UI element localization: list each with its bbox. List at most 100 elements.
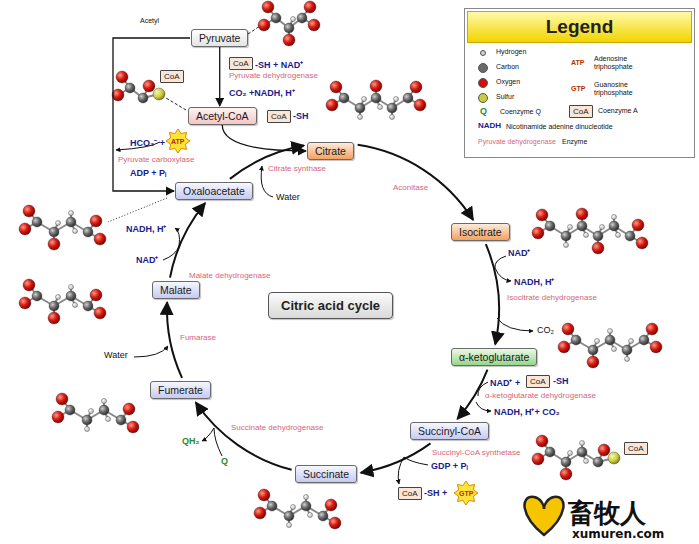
side-arrow bbox=[134, 346, 168, 357]
cycle-title-box: Citric acid cycle bbox=[268, 292, 393, 319]
annotation: GDP + Pᵢ bbox=[431, 461, 468, 471]
coenzyme-a-box: CoA bbox=[160, 70, 184, 83]
atom bbox=[625, 357, 630, 362]
node-label: CoA bbox=[573, 107, 589, 116]
atom bbox=[577, 447, 587, 457]
leader-lines bbox=[108, 22, 266, 222]
atom bbox=[571, 335, 581, 345]
atom bbox=[532, 453, 544, 465]
coenzyme-a-box: CoA bbox=[624, 442, 648, 455]
atom bbox=[19, 223, 31, 235]
atom bbox=[326, 99, 338, 111]
atom bbox=[355, 103, 365, 113]
legend-swatch bbox=[478, 78, 488, 88]
annotation: CO₂ bbox=[537, 325, 554, 335]
side-arrow bbox=[202, 428, 214, 441]
atom bbox=[545, 221, 555, 231]
atom bbox=[262, 1, 274, 13]
annotation: ADP + Pᵢ bbox=[130, 168, 166, 178]
legend-swatch bbox=[478, 63, 488, 73]
atom bbox=[564, 243, 569, 248]
enzyme-label: Succinyl-CoA synthetase bbox=[432, 448, 521, 457]
metabolite-box: Pyruvate bbox=[191, 29, 248, 47]
atom bbox=[284, 23, 294, 33]
legend-text: Hydrogen bbox=[496, 48, 526, 55]
atom bbox=[69, 211, 74, 216]
annotation: Water bbox=[276, 192, 300, 202]
atom bbox=[116, 71, 128, 83]
atom bbox=[19, 297, 31, 309]
atom bbox=[102, 399, 107, 404]
atom bbox=[106, 417, 111, 422]
connector bbox=[457, 370, 487, 419]
atom bbox=[616, 233, 621, 238]
enzyme-label: Aconitase bbox=[393, 183, 428, 192]
atom bbox=[56, 221, 61, 226]
atom bbox=[127, 421, 139, 433]
connector bbox=[361, 443, 431, 472]
annotation: -SH bbox=[293, 111, 309, 121]
atom bbox=[308, 513, 313, 518]
annotation: NADH bbox=[478, 121, 501, 130]
atom bbox=[378, 105, 383, 110]
atom bbox=[297, 13, 307, 23]
side-arrow bbox=[175, 228, 180, 246]
atom bbox=[560, 468, 572, 480]
atom bbox=[558, 341, 570, 353]
connector bbox=[170, 203, 205, 277]
atom bbox=[32, 291, 42, 301]
annotation: Acetyl bbox=[140, 17, 159, 24]
atom bbox=[23, 279, 35, 291]
metabolite-box: α-ketoglutarate bbox=[451, 348, 537, 366]
atom bbox=[48, 238, 60, 250]
coenzyme-a-box: CoA bbox=[267, 110, 291, 123]
atom bbox=[532, 227, 544, 239]
atom bbox=[536, 435, 548, 447]
enzyme-label: α-ketoglutarate dehydrogenase bbox=[485, 391, 596, 400]
node-label: Citric acid cycle bbox=[281, 298, 380, 313]
atom bbox=[94, 233, 106, 245]
atom bbox=[284, 511, 294, 521]
atom bbox=[52, 411, 64, 423]
annotation: NAD⁺ + bbox=[490, 376, 520, 389]
atom bbox=[339, 93, 349, 103]
metabolite-box: Succinate bbox=[295, 465, 357, 483]
coenzyme-a-box: CoA bbox=[398, 487, 422, 500]
star-label: GTP bbox=[571, 85, 585, 92]
atom bbox=[258, 489, 270, 501]
legend-swatch bbox=[480, 50, 486, 56]
node-label: Malate bbox=[160, 284, 192, 296]
legend-text: Carbon bbox=[496, 63, 519, 70]
atom bbox=[301, 501, 311, 511]
atom bbox=[568, 225, 573, 230]
atom bbox=[94, 307, 106, 319]
atom bbox=[403, 93, 413, 103]
atom bbox=[83, 301, 93, 311]
metabolite-box: Succinyl-CoA bbox=[410, 422, 489, 440]
enzyme-label: Isocitrate dehydrogenase bbox=[507, 293, 597, 302]
legend-text: Sulfur bbox=[496, 93, 514, 100]
atom bbox=[267, 501, 277, 511]
atom bbox=[304, 1, 316, 13]
atom bbox=[587, 356, 599, 368]
annotation: -SH + NAD⁺ bbox=[255, 58, 303, 71]
atom bbox=[48, 312, 60, 324]
atom bbox=[90, 215, 102, 227]
node-label: Succinyl-CoA bbox=[418, 425, 481, 437]
atom bbox=[308, 19, 320, 31]
node-label: CoA bbox=[233, 59, 249, 68]
atom bbox=[600, 225, 605, 230]
atom bbox=[593, 457, 603, 467]
connector bbox=[196, 403, 292, 470]
node-label: Legend bbox=[467, 11, 692, 43]
atom bbox=[287, 523, 292, 528]
node-label: CoA bbox=[402, 489, 418, 498]
atom bbox=[568, 451, 573, 456]
atom bbox=[123, 403, 135, 415]
node-label: Fumerate bbox=[158, 384, 203, 396]
annotation: Pyruvate dehydrogenase bbox=[478, 138, 556, 145]
atom bbox=[73, 229, 78, 234]
enzyme-label: Citrate synthase bbox=[268, 164, 326, 173]
metabolite-box: Fumerate bbox=[150, 381, 211, 399]
atom bbox=[608, 329, 613, 334]
